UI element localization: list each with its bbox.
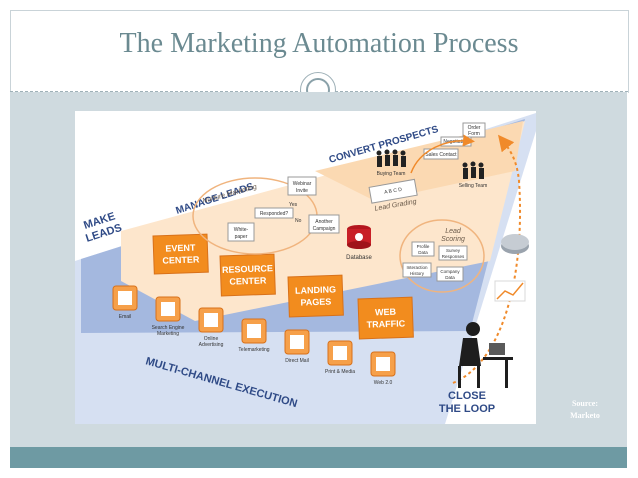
survey-responses-card: Survey Responses — [438, 245, 468, 261]
svg-text:WEB: WEB — [375, 307, 397, 318]
channel-label: Email — [119, 314, 132, 320]
channel-email: Email — [112, 285, 138, 320]
bar-chart-icon — [494, 280, 526, 302]
svg-text:A B C D: A B C D — [384, 187, 403, 196]
channel-web-2-0: Web 2.0 — [370, 351, 396, 386]
svg-text:Company: Company — [440, 269, 460, 274]
svg-text:Another: Another — [315, 219, 333, 225]
responded-card: Responded? — [254, 207, 294, 219]
resource-center-box: RESOURCE CENTER — [219, 253, 276, 297]
channel-label: Advertising — [199, 342, 224, 348]
svg-text:LANDING: LANDING — [295, 284, 336, 295]
svg-text:EVENT: EVENT — [165, 243, 196, 254]
svg-text:Sales Contact: Sales Contact — [425, 152, 457, 158]
svg-text:RESOURCE: RESOURCE — [222, 263, 273, 275]
interaction-history-card: Interaction History — [402, 262, 432, 278]
database-label: Database — [346, 255, 372, 261]
channel-label: Print & Media — [325, 369, 355, 375]
svg-text:PAGES: PAGES — [300, 297, 331, 308]
svg-text:Form: Form — [468, 131, 480, 137]
convert-cycle-arrow — [410, 134, 475, 174]
source-name: Marketo — [570, 411, 600, 420]
marketing-automation-diagram: MAKE LEADS MANAGE LEADS CONVERT PROSPECT… — [75, 111, 536, 424]
analyst-at-desk-icon — [458, 322, 513, 388]
svg-text:CENTER: CENTER — [229, 275, 267, 286]
svg-text:Negotiation: Negotiation — [443, 139, 469, 145]
channel-label: Search Engine — [152, 325, 185, 331]
lead-scoring-circle — [399, 219, 485, 293]
svg-text:TRAFFIC: TRAFFIC — [366, 318, 405, 329]
svg-text:Data: Data — [445, 275, 455, 280]
close-loop-label-1: CLOSE — [448, 390, 486, 402]
profile-data-card: Profile Data — [411, 241, 435, 257]
channel-label: Web 2.0 — [374, 380, 393, 386]
white-paper-card: White- paper — [227, 222, 255, 242]
selling-team-icon — [462, 161, 484, 179]
svg-text:Campaign: Campaign — [313, 226, 336, 232]
svg-text:Profile: Profile — [417, 244, 430, 249]
order-form-card: Order Form — [462, 122, 486, 138]
slide-title: The Marketing Automation Process — [119, 28, 519, 59]
event-center-box: EVENT CENTER — [152, 233, 209, 275]
svg-text:Interaction: Interaction — [406, 265, 428, 270]
company-data-card: Company Data — [436, 266, 464, 282]
footer-bar — [10, 447, 627, 468]
svg-text:paper: paper — [235, 234, 248, 240]
pie-chart-icon — [501, 234, 529, 254]
buying-team-icon — [376, 149, 406, 167]
channel-label: Direct Mail — [285, 358, 309, 364]
yes-label: Yes — [289, 202, 298, 208]
svg-text:Order: Order — [468, 125, 481, 131]
svg-text:Webinar: Webinar — [293, 181, 312, 187]
another-campaign-card: Another Campaign — [308, 214, 340, 234]
database-icon — [347, 225, 371, 249]
lead-scoring-label-1: Lead — [445, 228, 462, 235]
svg-text:History: History — [410, 271, 425, 276]
svg-text:White-: White- — [234, 227, 249, 233]
svg-text:Invite: Invite — [296, 188, 308, 194]
webinar-invite-card: Webinar Invite — [287, 176, 317, 196]
channel-print-media: Print & Media — [325, 340, 355, 375]
web-traffic-box: WEB TRAFFIC — [357, 296, 414, 340]
svg-text:Data: Data — [418, 250, 428, 255]
svg-text:Survey: Survey — [446, 248, 461, 253]
landing-pages-box: LANDING PAGES — [287, 274, 344, 318]
channel-label: Online — [204, 336, 219, 342]
channel-telemarketing: Telemarketing — [238, 318, 270, 353]
selling-team-label: Selling Team — [459, 183, 488, 189]
source-label: Source: — [571, 399, 599, 408]
channel-direct-mail: Direct Mail — [284, 329, 310, 364]
svg-text:Responded?: Responded? — [260, 211, 289, 217]
channel-label: Marketing — [157, 331, 179, 337]
svg-text:CENTER: CENTER — [162, 254, 200, 265]
lead-scoring-label-2: Scoring — [441, 236, 465, 243]
svg-text:Responses: Responses — [442, 254, 465, 259]
source-note: Source: Marketo — [560, 398, 610, 422]
buying-team-label: Buying Team — [377, 171, 406, 177]
no-label: No — [295, 218, 302, 224]
close-loop-label-2: THE LOOP — [439, 403, 495, 415]
channel-label: Telemarketing — [238, 347, 269, 353]
